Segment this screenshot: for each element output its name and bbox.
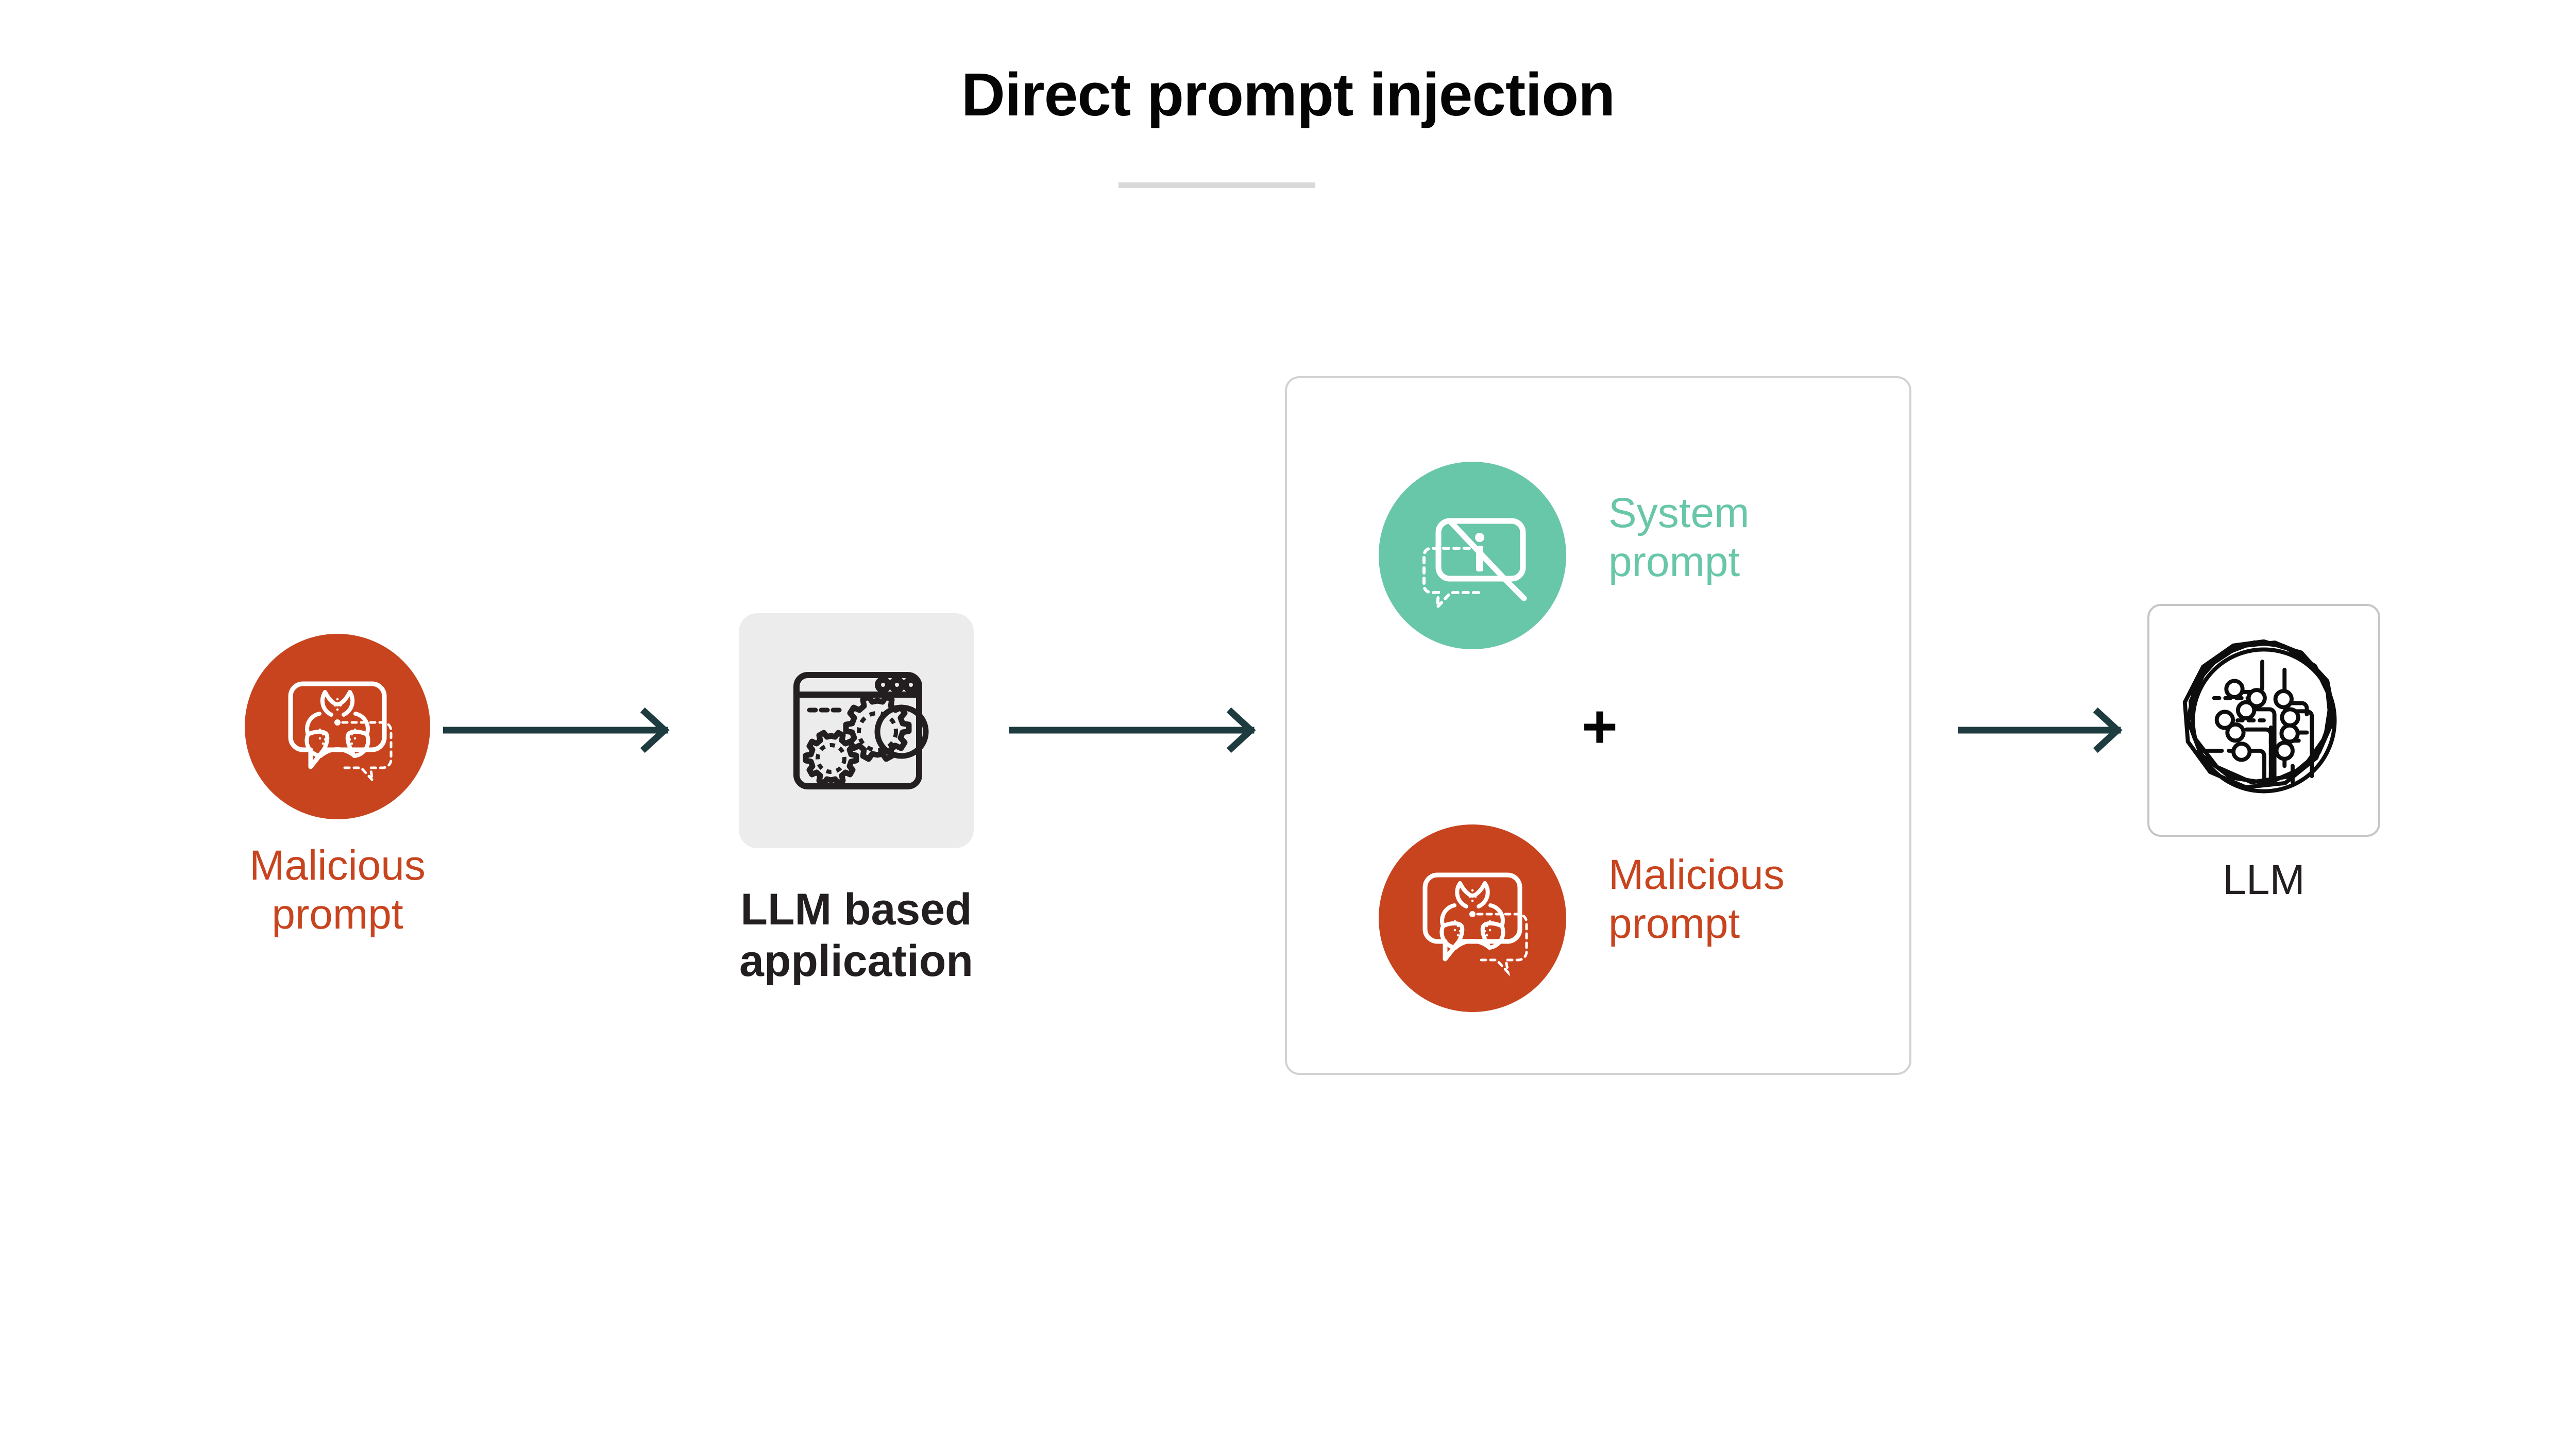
arrow-application-to-combined: [1009, 706, 1261, 754]
arrow-source-to-application: [443, 706, 675, 754]
system-prompt-label: System prompt: [1608, 490, 1750, 586]
llm-based-application-label: LLM based application: [739, 885, 973, 986]
llm-label: LLM: [2223, 856, 2305, 903]
malicious-prompt-source-label: Malicious prompt: [249, 842, 426, 938]
biohazard-speech-bubble-icon: [1379, 824, 1566, 1012]
arrow-combined-to-llm: [1958, 706, 2128, 754]
neural-network-chip-icon: [2147, 604, 2380, 837]
plus-operator: +: [1581, 692, 1618, 761]
malicious-prompt-injected-label: Malicious prompt: [1608, 851, 1785, 948]
browser-window-gears-icon: [739, 613, 974, 848]
info-speech-bubble-icon: [1379, 462, 1566, 649]
page-title: Direct prompt injection: [961, 61, 1616, 129]
biohazard-speech-bubble-icon: [245, 634, 430, 819]
title-underline-rule: [1118, 182, 1315, 188]
